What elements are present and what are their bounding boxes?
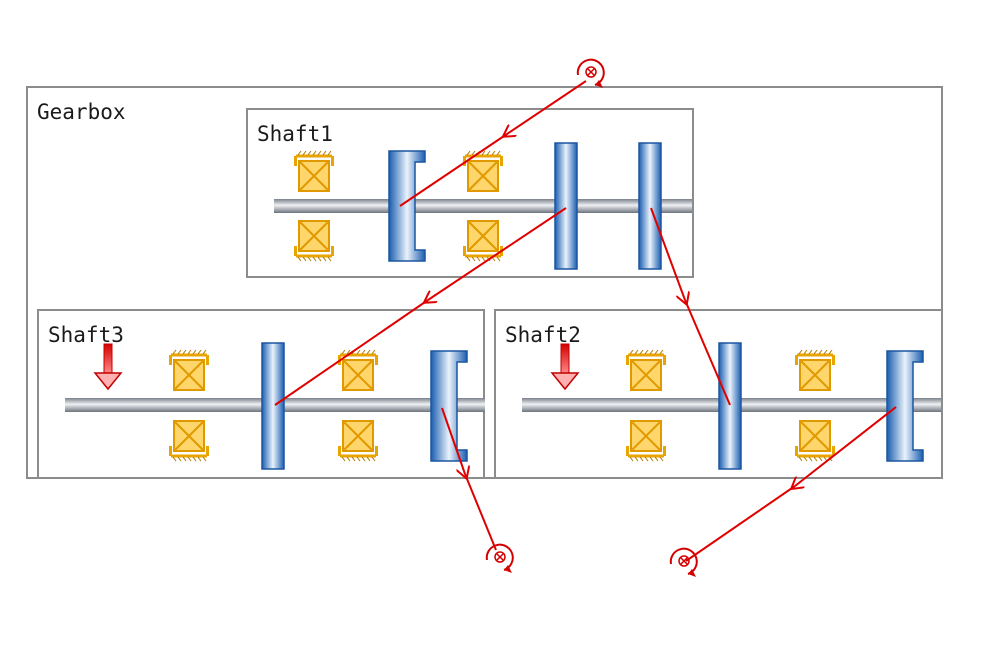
gear-icon bbox=[261, 342, 285, 470]
bearing-icon bbox=[167, 419, 211, 463]
gear-icon bbox=[718, 342, 742, 470]
bearing-icon bbox=[336, 419, 380, 463]
shaft1-frame[interactable] bbox=[246, 108, 694, 278]
bearing-icon bbox=[292, 219, 336, 263]
shaft3-title: Shaft3 bbox=[48, 323, 124, 347]
bearing-icon bbox=[167, 348, 211, 392]
power-flow bbox=[274, 80, 897, 562]
shaft2-frame[interactable] bbox=[494, 309, 943, 479]
shaft2-title: Shaft2 bbox=[505, 323, 581, 347]
output-torque-icon bbox=[669, 547, 698, 578]
shaft1-axle bbox=[274, 199, 692, 213]
shaft3-frame[interactable] bbox=[37, 309, 485, 479]
gearbox-title: Gearbox bbox=[37, 100, 126, 124]
bearing-icon bbox=[292, 149, 336, 193]
bearing-icon bbox=[461, 149, 505, 193]
gear-icon bbox=[638, 142, 662, 270]
load-arrow-icon bbox=[551, 343, 579, 390]
bearing-icon bbox=[793, 348, 837, 392]
bearing-icon bbox=[624, 348, 668, 392]
output-torque-icon bbox=[485, 543, 514, 574]
bearing-icon bbox=[624, 419, 668, 463]
load-arrow-icon bbox=[94, 343, 122, 390]
bearing-icon bbox=[793, 419, 837, 463]
bearing-icon bbox=[336, 348, 380, 392]
shaft1-title: Shaft1 bbox=[257, 122, 333, 146]
gear-icon bbox=[554, 142, 578, 270]
